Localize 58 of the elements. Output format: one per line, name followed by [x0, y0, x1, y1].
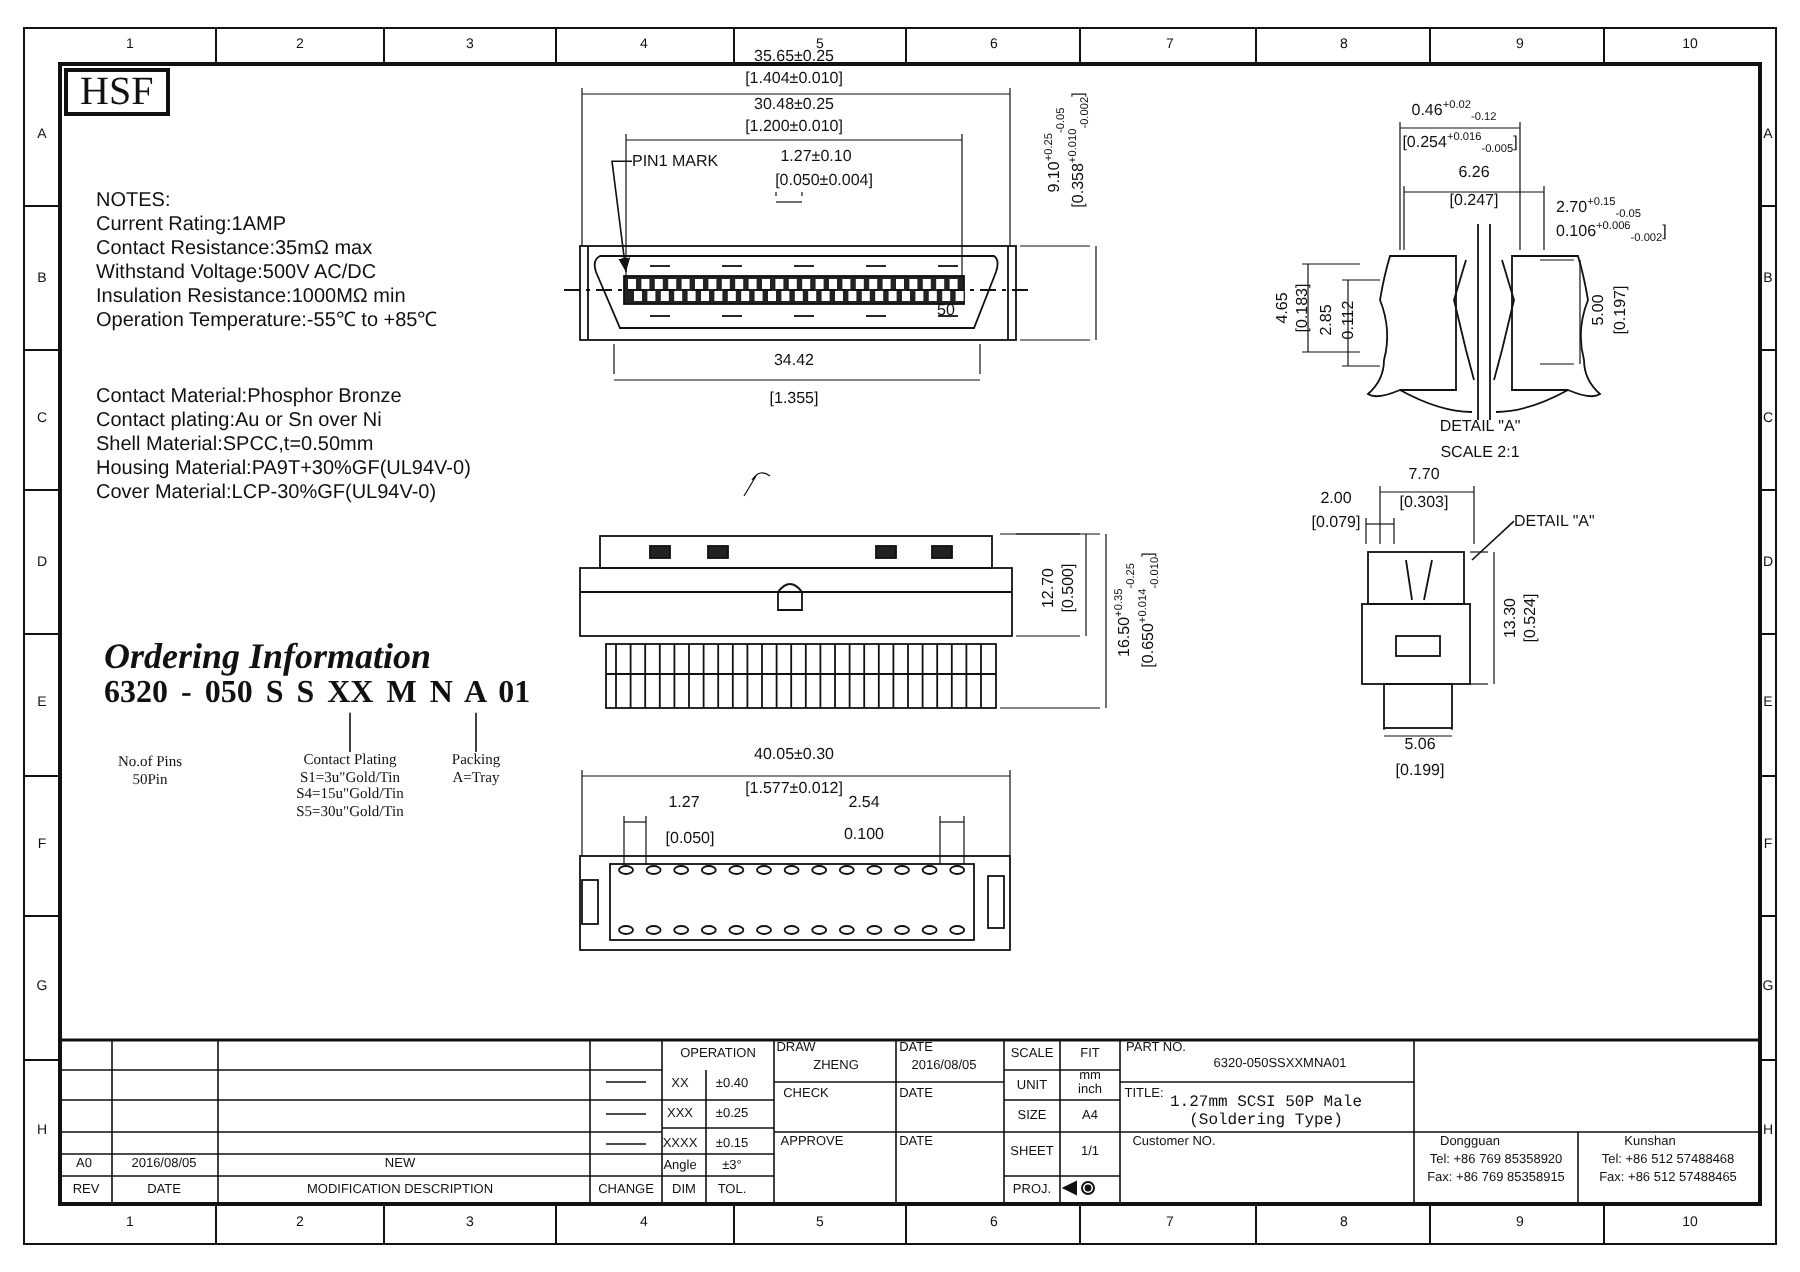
note-text: Contact Material:Phosphor Bronze [96, 386, 402, 408]
dimension-text: [0.197] [1613, 285, 1631, 335]
note-text: Withstand Voltage:500V AC/DC [96, 262, 377, 284]
note-text: Contact Resistance:35mΩ max [96, 238, 373, 260]
dimension-text: [1.355] [769, 391, 819, 409]
dimension-text: 1.27±0.10 [780, 149, 852, 167]
drawing-title: 1.27mm SCSI 50P Male (Soldering Type) [1167, 1096, 1364, 1132]
dimension-text: [1.577±0.012] [745, 781, 843, 799]
dimension-text: 5.00 [1591, 294, 1609, 326]
section-heading: Ordering Information [104, 638, 432, 678]
dimension-text: [0.524] [1523, 593, 1541, 643]
dimension-text: [0.303] [1399, 495, 1449, 513]
note-text: Insulation Resistance:1000MΩ min [96, 286, 406, 308]
pin-number: 50 [937, 303, 955, 321]
scale-caption: SCALE 2:1 [1440, 445, 1520, 463]
dimension-text: 1.27 [668, 795, 700, 813]
dimension-text: [0.254$^{+0.016}$$_{-0.005}$] [1402, 135, 1518, 153]
leader-line [475, 712, 477, 753]
note-text: Cover Material:LCP-30%GF(UL94V-0) [96, 482, 437, 504]
dimension-text: 40.05±0.30 [754, 747, 834, 765]
notes-heading: NOTES: [96, 190, 171, 212]
dimension-text: [0.050±0.004] [775, 173, 873, 191]
dimension-text: 34.42 [773, 353, 815, 371]
callout-text: PIN1 MARK [632, 152, 719, 171]
dimension-text: 7.70 [1408, 467, 1440, 485]
note-text: Housing Material:PA9T+30%GF(UL94V-0) [96, 458, 471, 480]
callout-text: DETAIL "A" [1514, 512, 1595, 531]
dimension-text: [0.050] [665, 831, 715, 849]
part-number-code: 6320 - 050 S S XX M N A 01 [104, 676, 531, 713]
dimension-text: 2.54 [848, 795, 880, 813]
hsf-label: HSF [64, 68, 170, 116]
dimension-text: 0.112 [1341, 300, 1359, 340]
dimension-text: [0.247] [1449, 193, 1499, 211]
dimension-text: 35.65±0.25 [754, 49, 834, 67]
note-text: Operation Temperature:-55℃ to +85℃ [96, 310, 438, 332]
dimension-text: 2.85 [1319, 304, 1337, 336]
dimension-text: [0.183] [1295, 283, 1313, 333]
dimension-text: [0.500] [1061, 563, 1079, 613]
dimension-text: 13.30 [1503, 597, 1521, 639]
dimension-text: 6.26 [1458, 165, 1490, 183]
dimension-text: 2.00 [1320, 491, 1352, 509]
dimension-text: [1.200±0.010] [745, 119, 843, 137]
dimension-text: [0.079] [1311, 515, 1361, 533]
note-text: Shell Material:SPCC,t=0.50mm [96, 434, 374, 456]
leader-line [611, 160, 633, 273]
dimension-text: [1.404±0.010] [745, 71, 843, 89]
leader-line [1471, 520, 1515, 561]
dimension-text: 12.70 [1041, 567, 1059, 609]
detail-caption: DETAIL "A" [1439, 419, 1521, 437]
dimension-text: 30.48±0.25 [754, 97, 834, 115]
dimension-text: 4.65 [1275, 292, 1293, 324]
note-text: Current Rating:1AMP [96, 214, 287, 236]
dimension-text: 5.06 [1404, 737, 1436, 755]
note-text: Contact plating:Au or Sn over Ni [96, 410, 382, 432]
dimension-text: 0.100 [843, 827, 885, 845]
leader-line [349, 712, 351, 753]
dimension-text: [0.199] [1395, 763, 1445, 781]
dimension-text: 0.106$^{+0.006}$$_{-0.002}$] [1556, 224, 1667, 242]
